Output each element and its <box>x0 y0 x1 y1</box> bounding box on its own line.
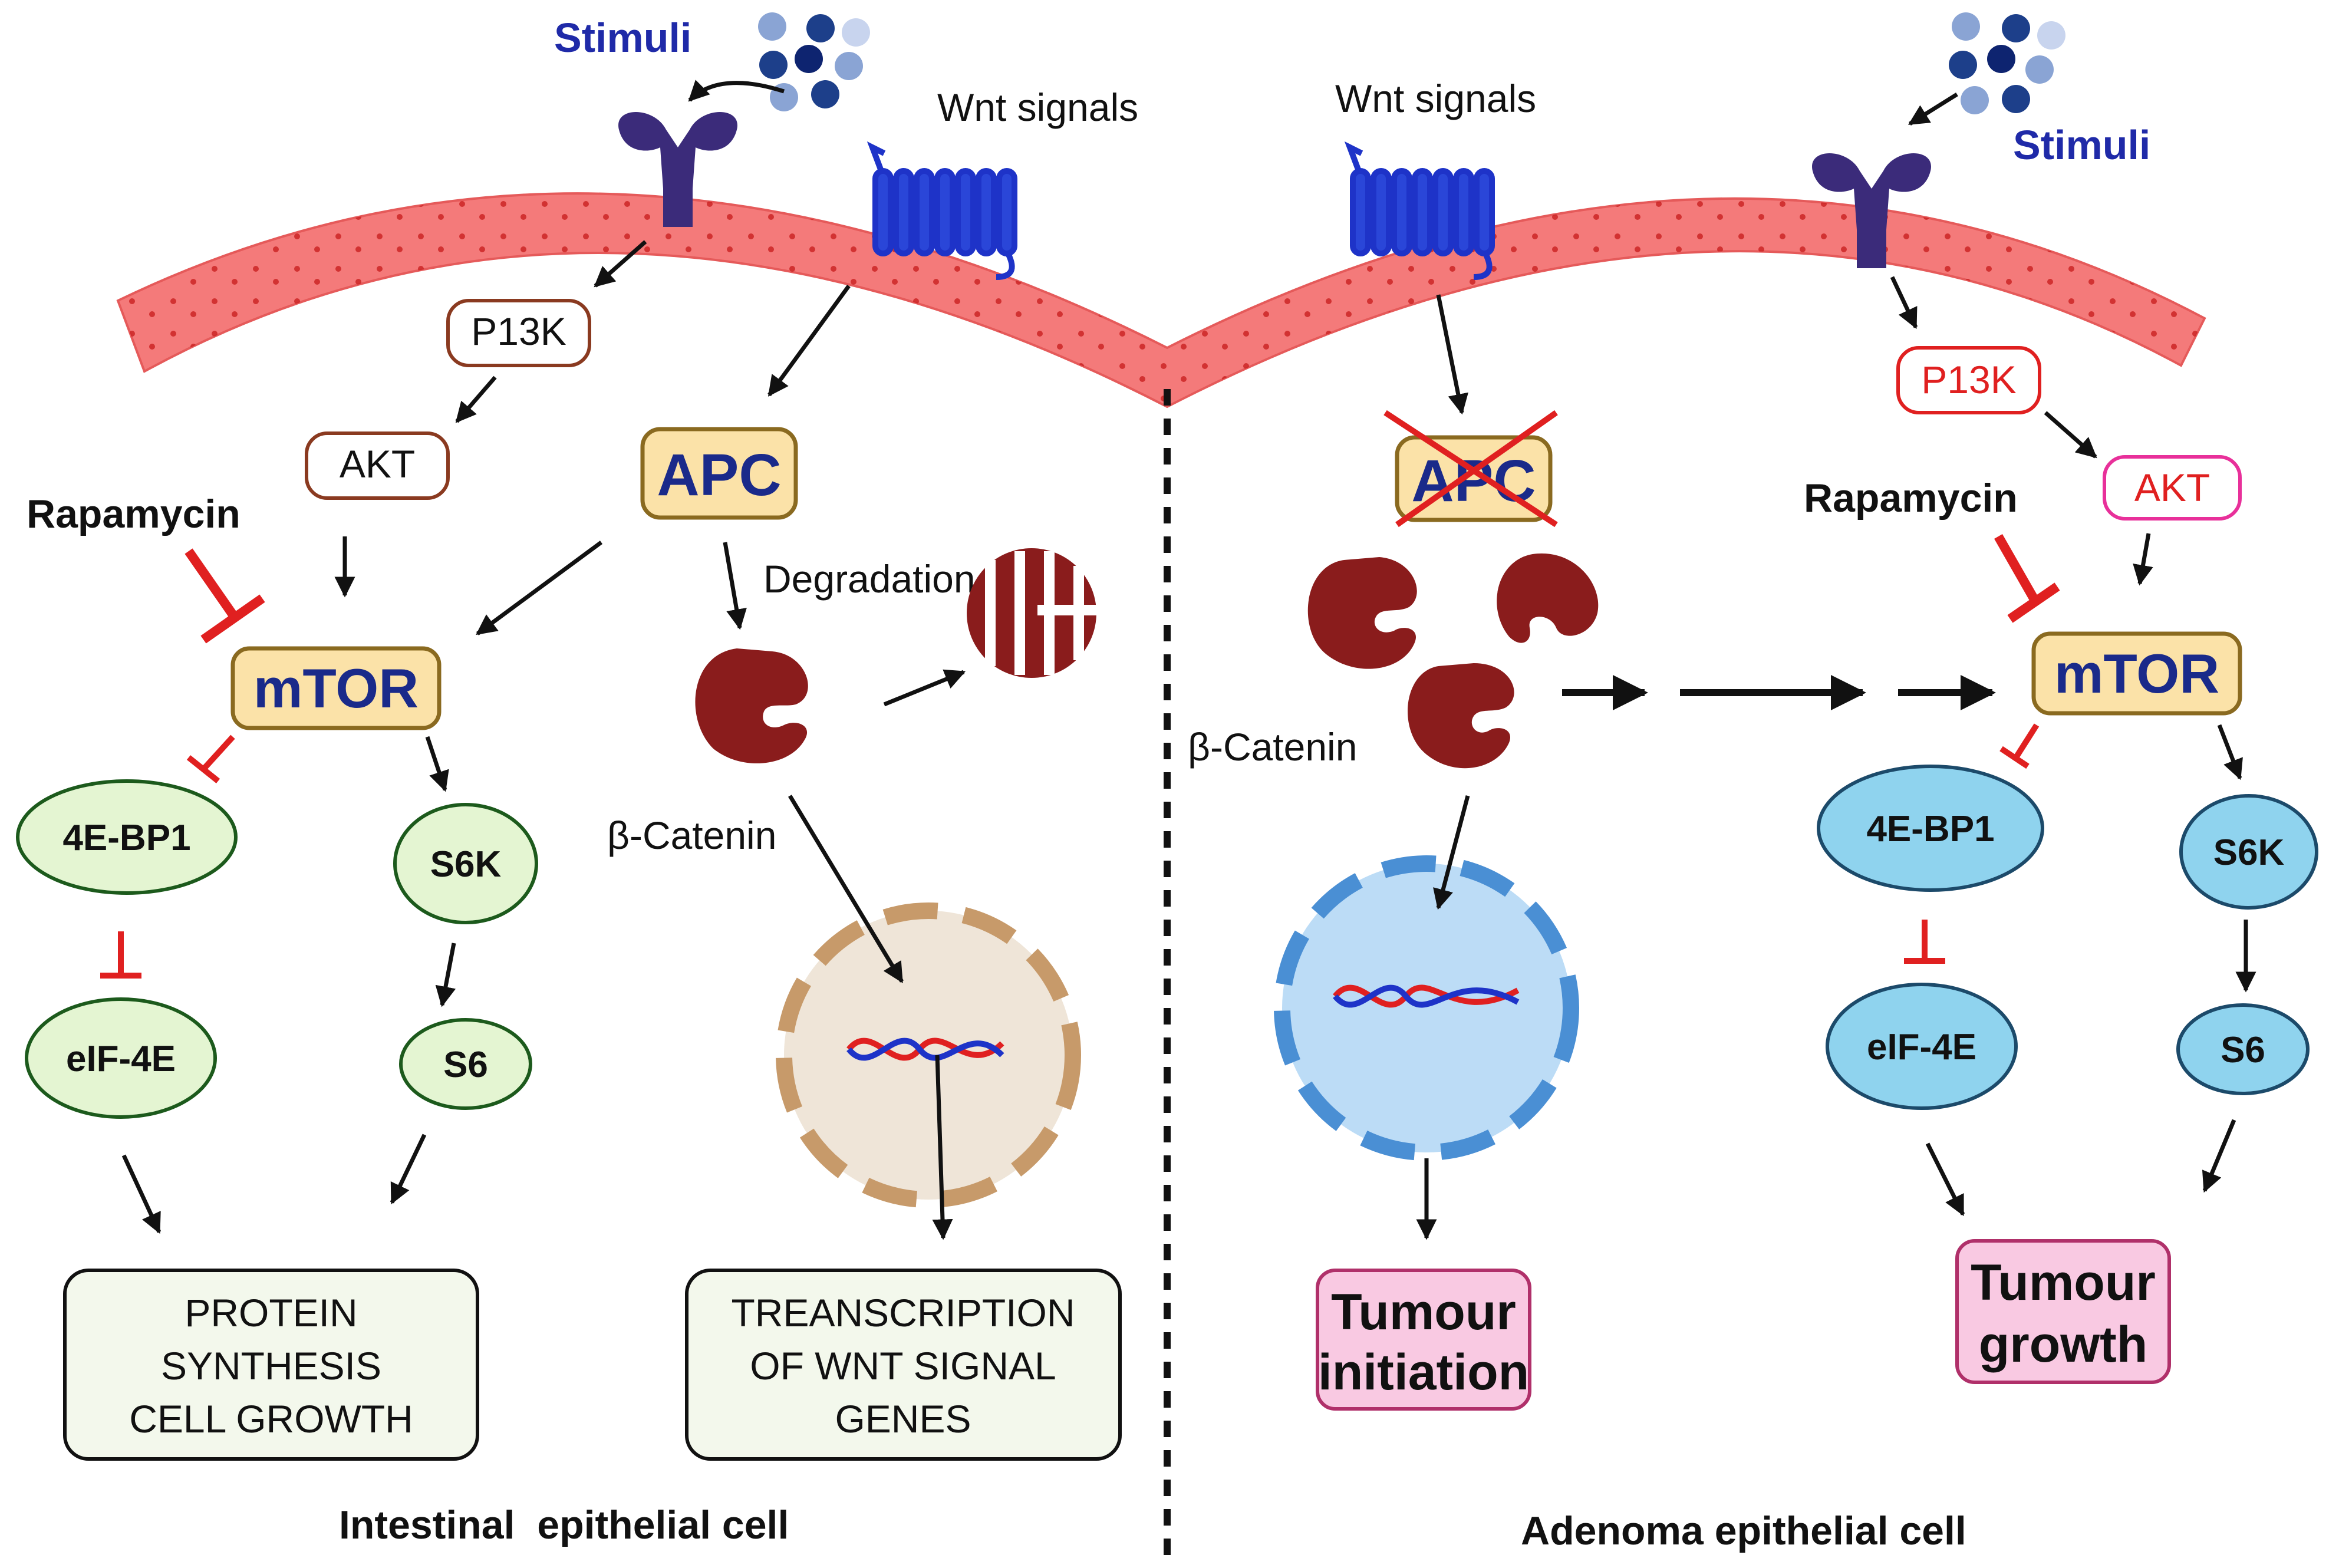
svg-text:growth: growth <box>1979 1316 2148 1373</box>
wnt-signals-label: Wnt signals <box>937 85 1138 129</box>
svg-text:Tumour: Tumour <box>1331 1284 1516 1340</box>
stimuli-label: Stimuli <box>554 15 691 61</box>
left-caption: Intestinal epithelial cell <box>339 1503 789 1547</box>
pi3k-node-right: P13K <box>1896 346 2041 414</box>
svg-text:S6: S6 <box>2221 1030 2265 1070</box>
s6k-node-right: S6K <box>2179 794 2318 910</box>
rapamycin-label: Rapamycin <box>27 492 241 536</box>
svg-text:S6K: S6K <box>2213 832 2285 873</box>
s6k-node: S6K <box>393 803 538 924</box>
svg-text:mTOR: mTOR <box>2054 643 2219 704</box>
svg-text:4E-BP1: 4E-BP1 <box>1866 809 1994 849</box>
degradation-label: Degradation <box>763 557 976 601</box>
stimuli-label-right: Stimuli <box>2013 122 2150 168</box>
degraded-catenin-icon <box>967 548 1096 678</box>
stimuli-molecules-icon <box>758 12 870 111</box>
beta-catenin-label-right: β-Catenin <box>1188 725 1357 769</box>
eif4e-node: eIF-4E <box>25 997 217 1119</box>
beta-catenin-icon-right <box>1307 553 1599 769</box>
svg-text:mTOR: mTOR <box>253 657 419 719</box>
svg-text:eIF-4E: eIF-4E <box>1867 1027 1976 1068</box>
svg-text:PROTEIN: PROTEIN <box>185 1291 357 1335</box>
apc-node: APC <box>640 427 798 520</box>
nucleus-icon <box>776 902 1081 1208</box>
tumour-growth-box: Tumour growth <box>1955 1239 2171 1384</box>
svg-text:eIF-4E: eIF-4E <box>66 1039 176 1079</box>
svg-text:S6: S6 <box>443 1045 488 1085</box>
s6-node-right: S6 <box>2176 1003 2310 1095</box>
receptor-icon-right <box>1812 153 1931 268</box>
nucleus-icon-right <box>1274 855 1579 1161</box>
4ebp1-node: 4E-BP1 <box>16 779 238 895</box>
transcription-box: TREANSCRIPTION OF WNT SIGNAL GENES <box>685 1269 1122 1461</box>
protein-synthesis-box: PROTEIN SYNTHESIS CELL GROWTH <box>63 1269 479 1461</box>
svg-text:S6K: S6K <box>430 844 502 885</box>
svg-text:AKT: AKT <box>2134 466 2210 509</box>
pi3k-node: P13K <box>446 299 591 367</box>
wnt-signals-label-right: Wnt signals <box>1335 77 1536 120</box>
akt-node-right: AKT <box>2103 455 2242 521</box>
s6-node: S6 <box>399 1018 532 1110</box>
beta-catenin-icon <box>695 648 808 764</box>
stimuli-molecules-icon-right <box>1949 12 2065 114</box>
wnt-receptor-icon <box>867 141 1017 280</box>
svg-text:AKT: AKT <box>340 442 415 486</box>
svg-text:OF WNT SIGNAL: OF WNT SIGNAL <box>750 1344 1056 1388</box>
receptor-icon <box>618 112 737 227</box>
wnt-receptor-icon-right <box>1344 141 1495 280</box>
svg-text:GENES: GENES <box>835 1397 971 1441</box>
svg-text:APC: APC <box>657 442 781 508</box>
tumour-initiation-box: Tumour initiation <box>1316 1269 1531 1411</box>
svg-text:initiation: initiation <box>1318 1344 1529 1401</box>
svg-text:P13K: P13K <box>471 309 566 353</box>
4ebp1-node-right: 4E-BP1 <box>1817 765 2044 892</box>
apc-cross-icon <box>1383 410 1558 528</box>
eif4e-node-right: eIF-4E <box>1826 983 2018 1110</box>
mtor-node-right: mTOR <box>2031 631 2242 716</box>
svg-text:Tumour: Tumour <box>1971 1254 2156 1311</box>
akt-node: AKT <box>305 431 450 500</box>
right-caption: Adenoma epithelial cell <box>1521 1508 1966 1553</box>
svg-text:SYNTHESIS: SYNTHESIS <box>161 1344 381 1388</box>
rapamycin-label-right: Rapamycin <box>1804 476 2018 521</box>
svg-text:TREANSCRIPTION: TREANSCRIPTION <box>731 1291 1075 1335</box>
svg-text:P13K: P13K <box>1921 358 2016 401</box>
rapamycin-inhibit-icon-right <box>1994 534 2060 623</box>
rapamycin-inhibit-icon <box>185 548 265 644</box>
svg-text:4E-BP1: 4E-BP1 <box>62 818 190 858</box>
mtor-node: mTOR <box>230 646 442 730</box>
cell-membrane <box>116 192 2206 409</box>
svg-text:CELL GROWTH: CELL GROWTH <box>129 1397 413 1441</box>
beta-catenin-label: β-Catenin <box>607 813 776 857</box>
